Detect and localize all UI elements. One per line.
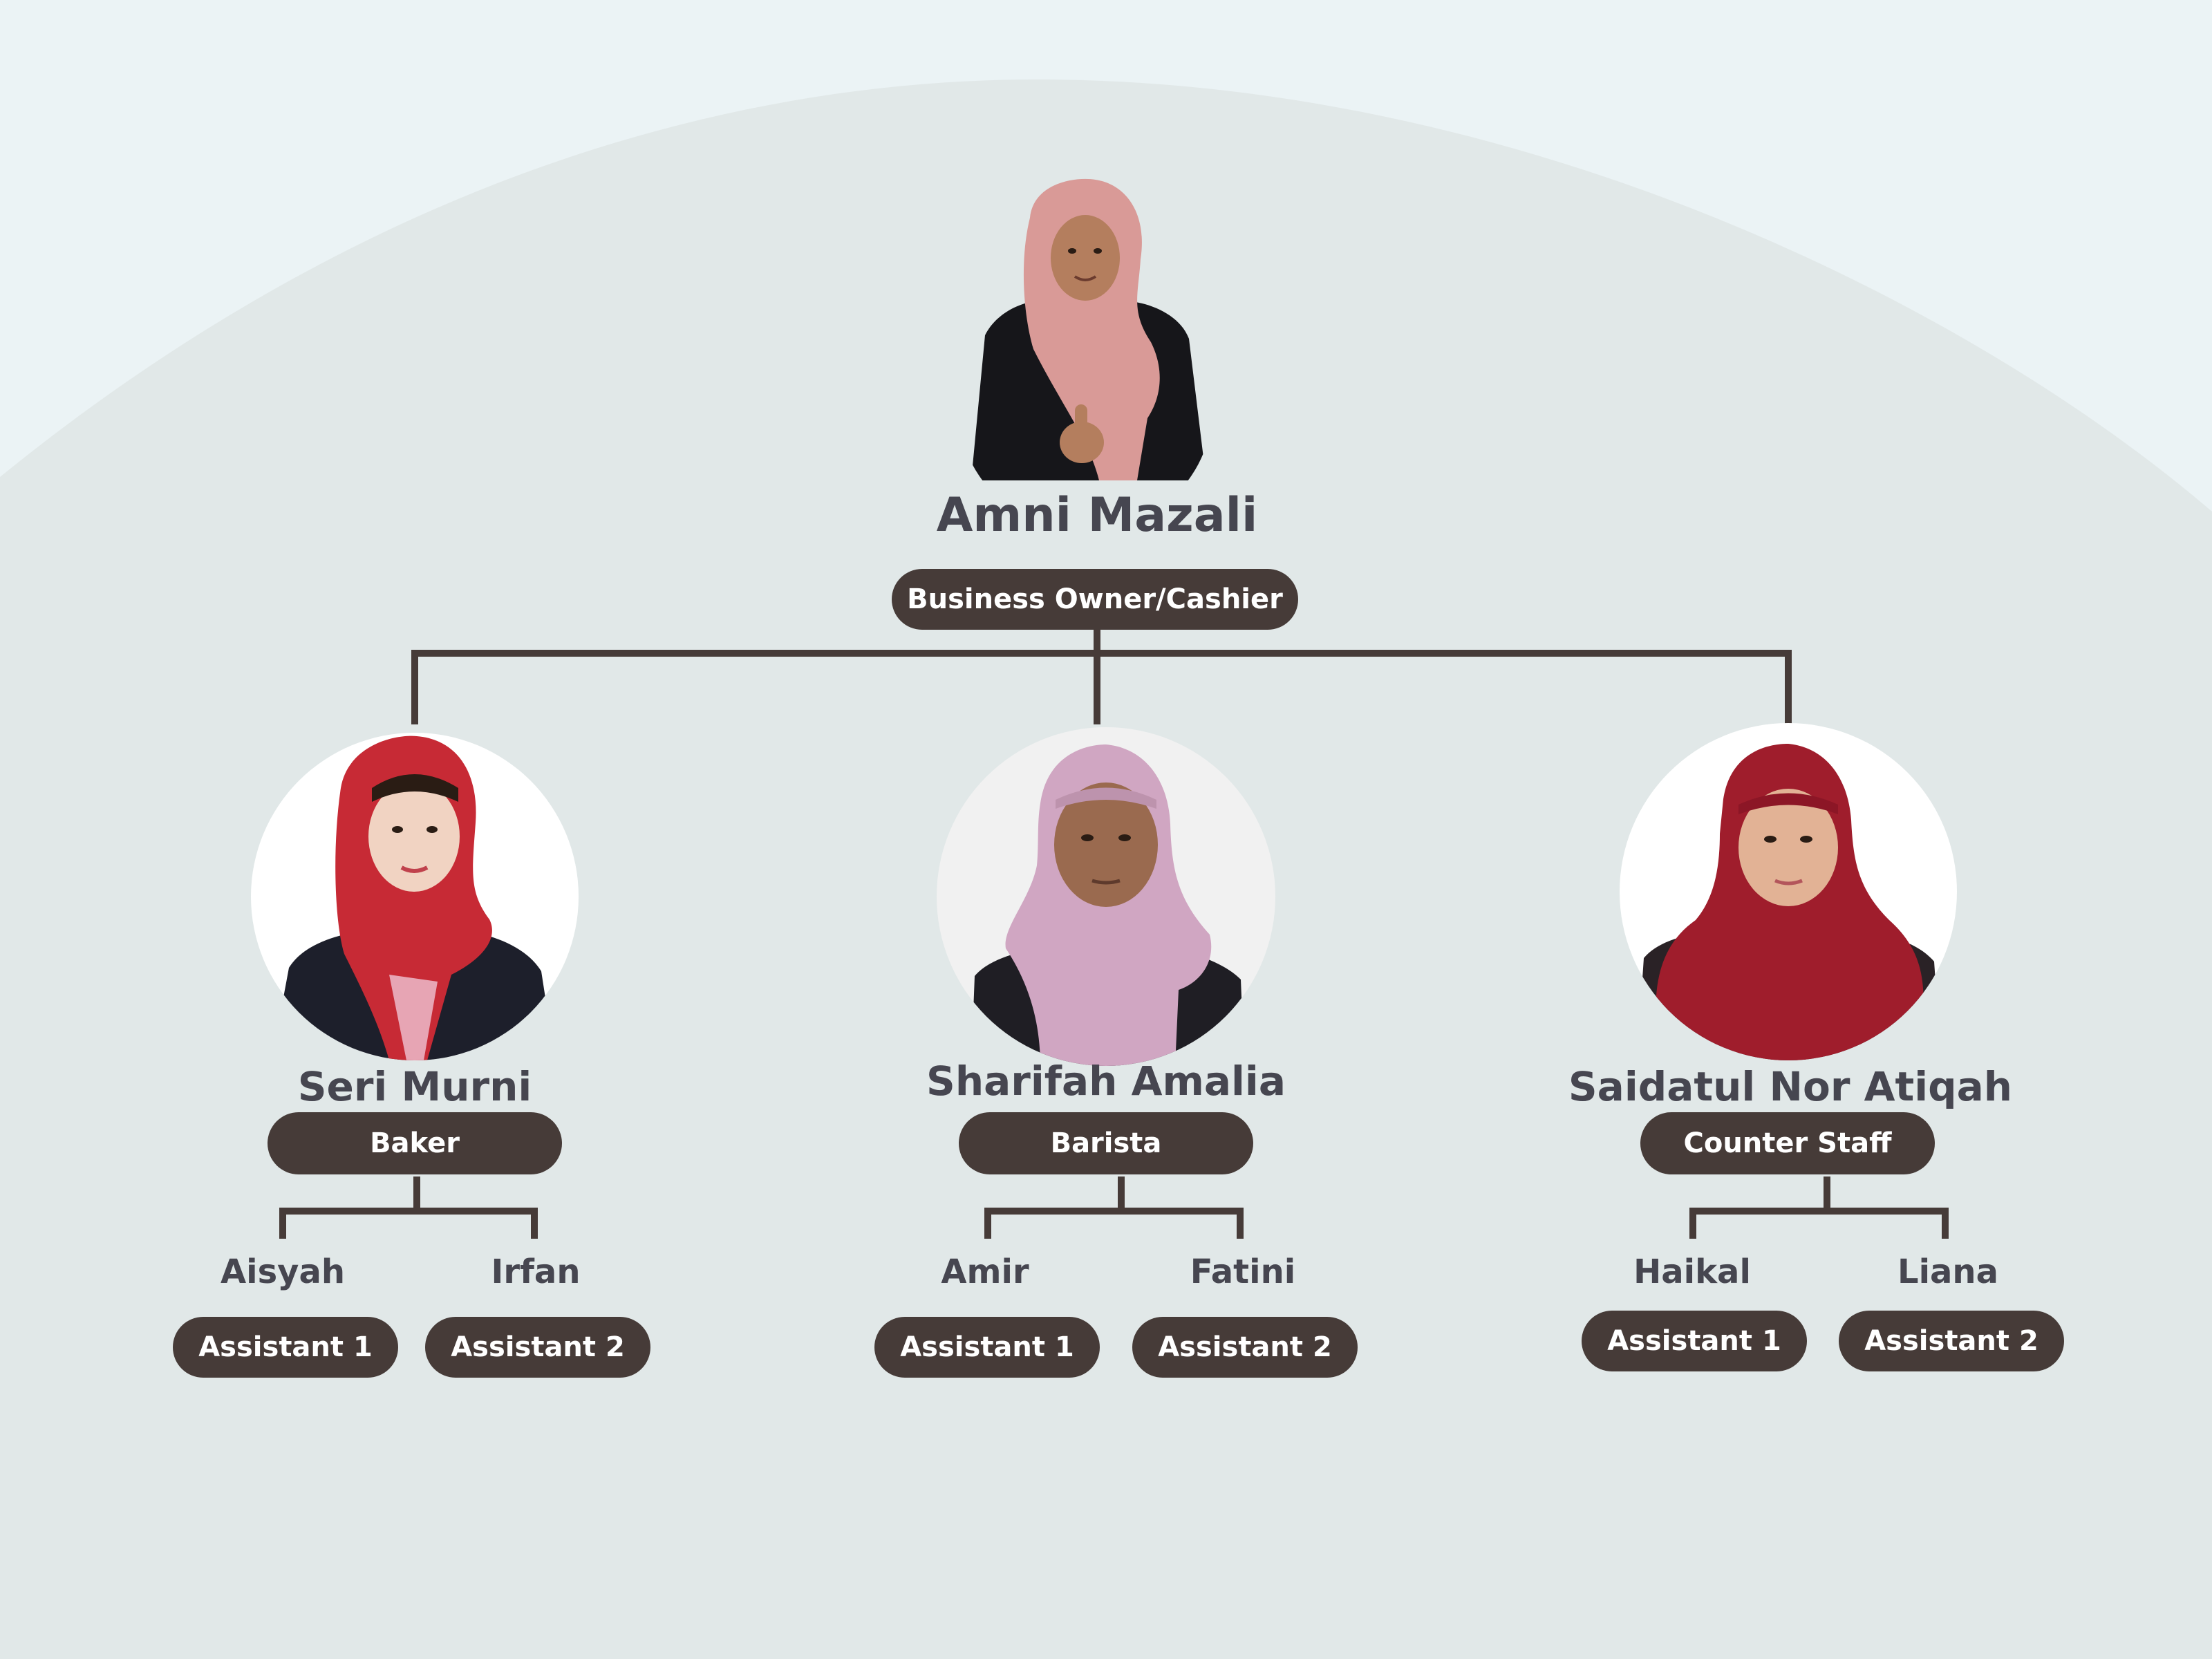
assistant-badge-aisyah: Assistant 1	[173, 1317, 398, 1378]
counter-staff-role-badge: Counter Staff	[1640, 1112, 1935, 1174]
assistant-badge-fatini: Assistant 2	[1132, 1317, 1358, 1378]
assistant-name-amir: Amir	[941, 1253, 1029, 1291]
owner-name: Amni Mazali	[936, 488, 1258, 543]
barista-photo	[937, 727, 1275, 1066]
assistant-badge-liana: Assistant 2	[1839, 1311, 2064, 1371]
connector-barista-bar	[984, 1208, 1244, 1239]
assistant-name-fatini: Fatini	[1190, 1253, 1296, 1291]
assistant-badge-haikal: Assistant 1	[1582, 1311, 1807, 1371]
barista-name: Sharifah Amalia	[926, 1058, 1286, 1105]
counter-staff-photo	[1620, 723, 1957, 1060]
assistant-name-haikal: Haikal	[1633, 1253, 1751, 1291]
baker-photo	[251, 733, 579, 1060]
assistant-name-liana: Liana	[1897, 1253, 1998, 1291]
connector-baker-bar	[279, 1208, 538, 1239]
assistant-name-aisyah: Aisyah	[220, 1253, 346, 1291]
owner-role-badge: Business Owner/Cashier	[892, 569, 1298, 630]
owner-photo	[971, 178, 1206, 480]
assistant-name-irfan: Irfan	[491, 1253, 581, 1291]
assistant-badge-amir: Assistant 1	[874, 1317, 1100, 1378]
baker-name: Seri Murni	[297, 1063, 532, 1110]
barista-role-badge: Barista	[959, 1112, 1253, 1174]
connector-counter-bar	[1689, 1208, 1949, 1239]
baker-role-badge: Baker	[268, 1112, 562, 1174]
connector-top-bar	[411, 650, 1792, 724]
counter-staff-name: Saidatul Nor Atiqah	[1568, 1063, 2013, 1110]
assistant-badge-irfan: Assistant 2	[425, 1317, 650, 1378]
